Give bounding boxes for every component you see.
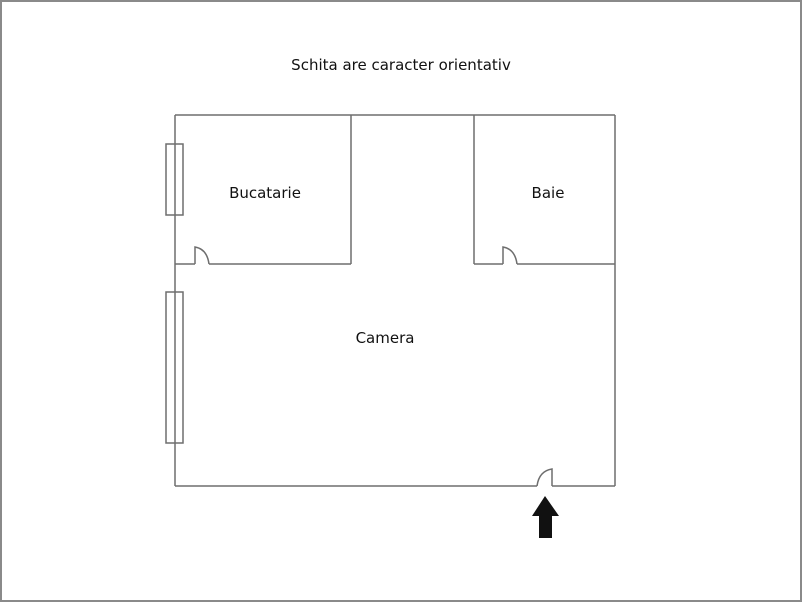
room-label-baie: Baie	[531, 184, 565, 202]
room-label-bucatarie: Bucatarie	[229, 184, 301, 202]
diagram-title: Schita are caracter orientativ	[291, 56, 511, 74]
kitchen-walls	[175, 115, 352, 265]
bathroom-door-icon	[502, 246, 518, 265]
outer-walls	[174, 114, 616, 487]
bathroom-walls	[473, 115, 615, 265]
kitchen-door-icon	[194, 246, 210, 265]
kitchen-window-icon	[165, 143, 184, 216]
room-label-camera: Camera	[355, 329, 415, 347]
arrow-up-icon	[532, 496, 559, 538]
entrance-door-icon	[536, 468, 553, 487]
room-window-icon	[165, 291, 184, 444]
